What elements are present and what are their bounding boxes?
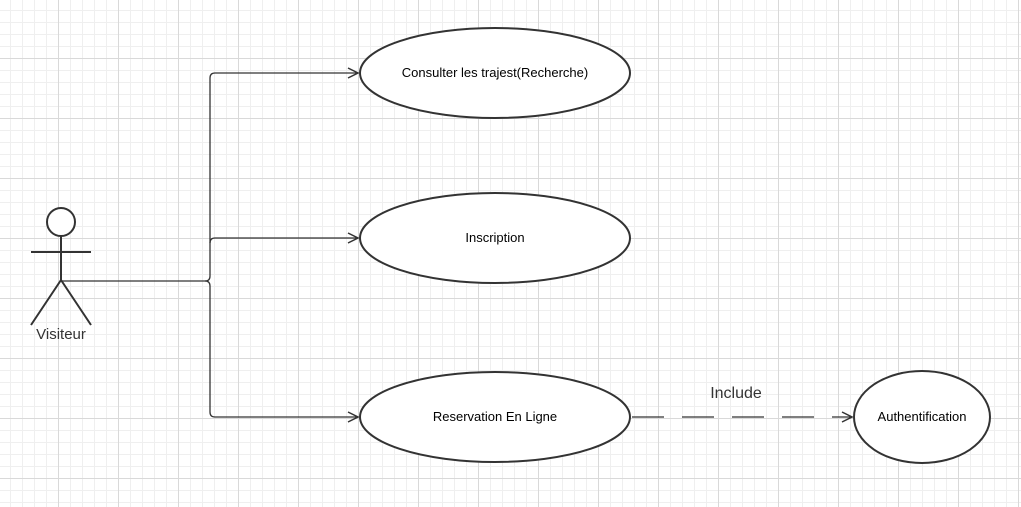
connector-to-reservation[interactable] [204, 280, 358, 417]
include-label: Include [710, 385, 762, 402]
actor-head [46, 207, 76, 237]
use-case-authentification[interactable]: Authentification [853, 370, 991, 464]
actor-visiteur[interactable]: Visiteur [30, 207, 92, 343]
use-case-ellipse [359, 371, 631, 463]
use-case-label: Reservation En Ligne [433, 409, 557, 424]
actor-right-leg [60, 279, 92, 326]
use-case-label: Consulter les trajest(Recherche) [402, 65, 588, 80]
connector-to-inscription[interactable] [209, 238, 358, 243]
use-case-inscription[interactable]: Inscription [359, 192, 631, 284]
use-case-ellipse [359, 27, 631, 119]
actor-left-leg [30, 279, 62, 326]
use-case-ellipse [853, 370, 991, 464]
use-case-reservation[interactable]: Reservation En Ligne [359, 371, 631, 463]
connector-trunk[interactable] [61, 73, 358, 282]
association-connectors [61, 73, 358, 417]
use-case-ellipse [359, 192, 631, 284]
use-case-label: Authentification [878, 409, 967, 424]
actor-label: Visiteur [36, 326, 86, 343]
use-case-label: Inscription [465, 230, 524, 245]
include-relation[interactable]: Include [632, 385, 852, 417]
use-case-consulter[interactable]: Consulter les trajest(Recherche) [359, 27, 631, 119]
